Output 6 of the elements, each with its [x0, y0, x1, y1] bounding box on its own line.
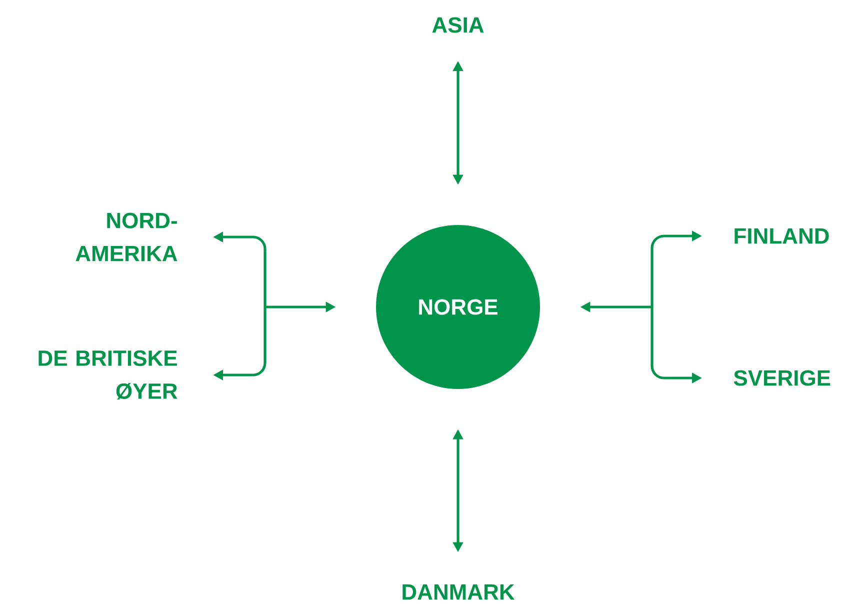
region-label: DE BRITISKE ØYER — [38, 350, 178, 400]
region-label: ASIA — [432, 17, 484, 33]
region-label: DANMARK — [402, 584, 515, 600]
region-label: NORD-AMERIKA — [76, 212, 178, 262]
region-label: FINLAND — [734, 228, 829, 244]
region-label: SVERIGE — [734, 370, 830, 386]
